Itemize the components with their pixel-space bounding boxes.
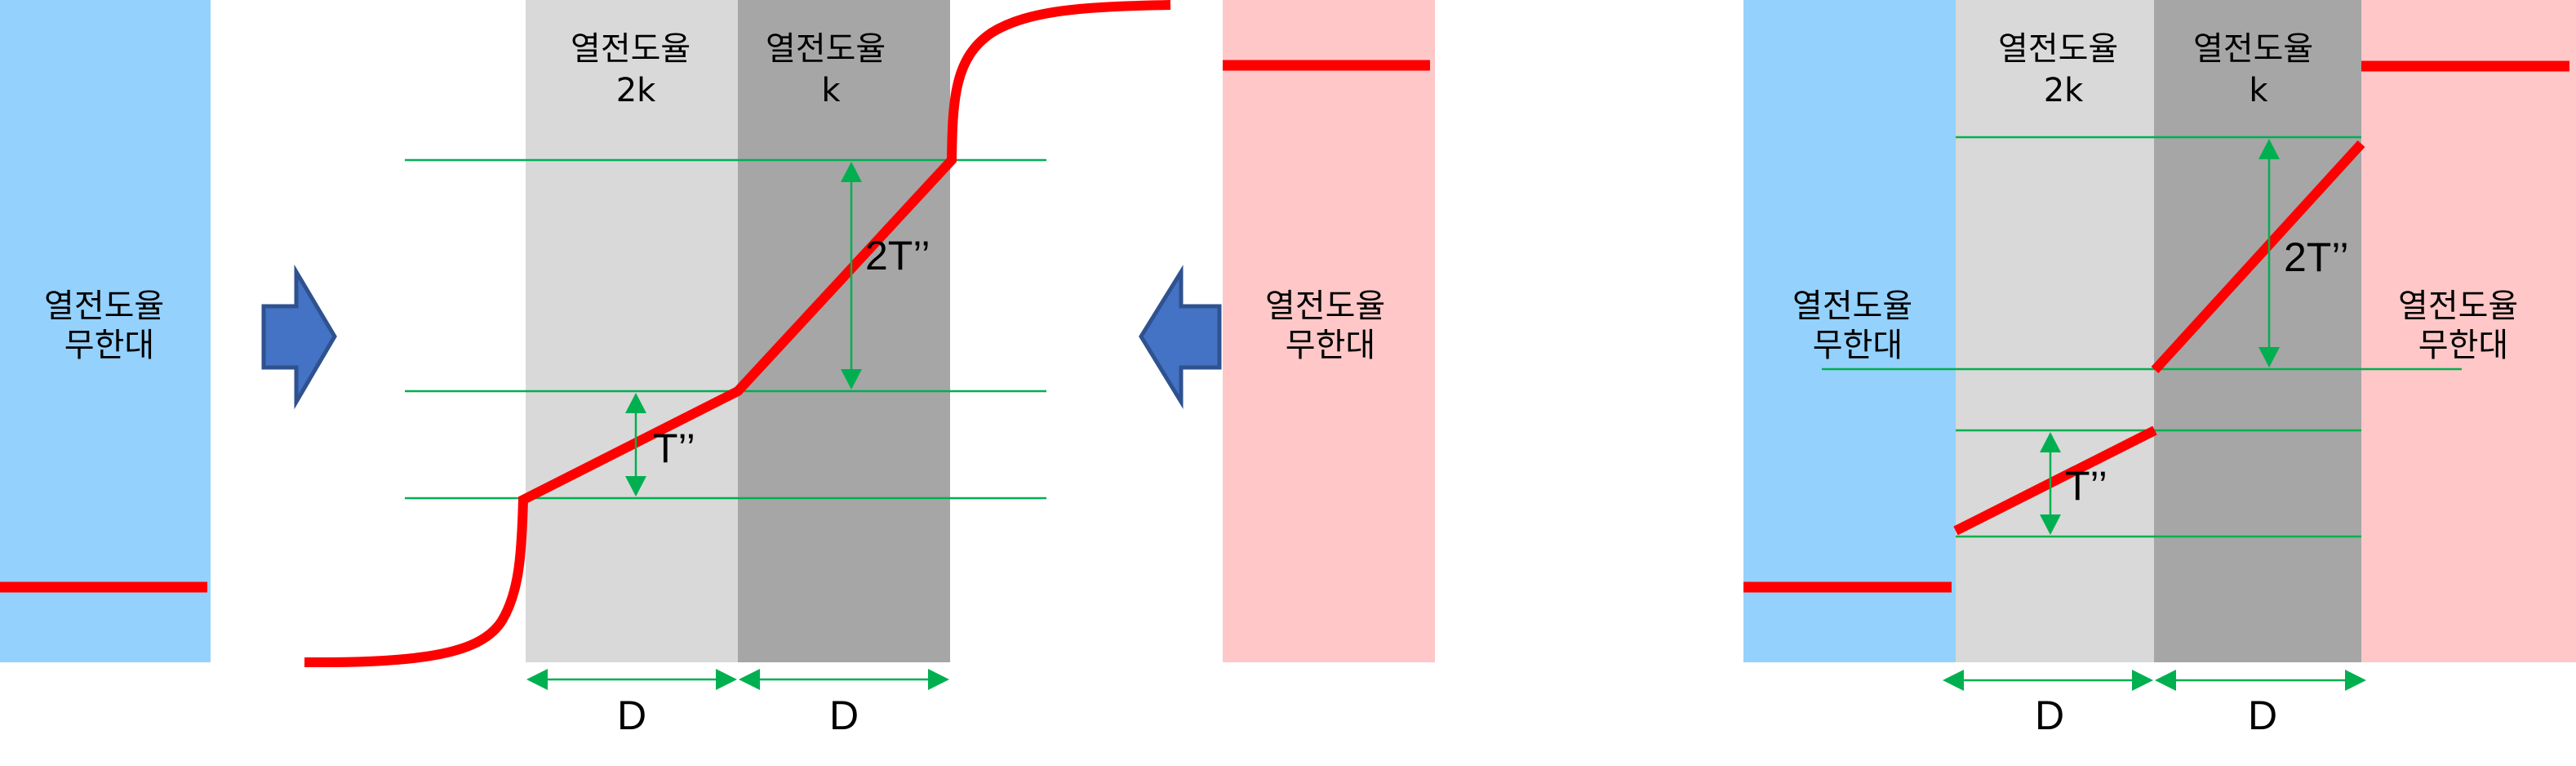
temperature-profile-layer-k [2151,140,2365,374]
arrowhead-up-icon [625,393,646,413]
layer-2k-label-line1: 열전도율 [571,30,691,68]
layer-2k-label: 열전도율 2k [571,30,701,109]
left-block-label-line2: 무한대 [64,327,154,364]
layer-k-label: 열전도율 k [766,30,896,109]
block-arrow-right-icon [261,264,337,410]
arrowhead-left-icon [526,669,548,690]
layer-2k-label-line1: 열전도율 [1998,30,2118,68]
arrowhead-up-icon [2040,432,2061,452]
thickness-label-1: D [617,693,646,738]
delta-t-small-label: T’’ [2065,463,2107,509]
arrowhead-down-icon [625,476,646,497]
thickness-dimension-2 [739,669,949,690]
delta-t-large-dimension [2258,139,2280,367]
left-block-label-line1: 열전도율 [1792,287,1912,325]
left-block-label: 열전도율 무한대 [44,287,175,364]
arrowhead-left-icon [739,669,760,690]
thickness-label-2: D [829,693,859,738]
layer-k-label-line1: 열전도율 [766,30,886,68]
delta-t-large-label: 2T’’ [865,233,930,278]
right-block-label-line1: 열전도율 [2398,287,2518,325]
layer-2k-label-line2: 2k [2044,72,2084,109]
arrowhead-left-icon [2155,670,2176,691]
delta-t-small-dimension [625,393,646,497]
temperature-profile-layer-2k [1953,425,2157,536]
arrowhead-up-icon [841,162,862,182]
right-block-label-line1: 열전도율 [1265,287,1385,325]
layer-k-label: 열전도율 k [2193,30,2324,109]
layer-2k-label: 열전도율 2k [1998,30,2129,109]
right-block-label-line2: 무한대 [1286,327,1375,364]
thickness-dimension-2 [2155,670,2366,691]
layer-k [738,0,950,662]
right-block-label: 열전도율 무한대 [1265,287,1396,364]
arrowhead-left-icon [1943,670,1964,691]
arrowhead-down-icon [2258,347,2280,367]
right-block-label-line2: 무한대 [2418,327,2508,364]
thickness-label-2: D [2248,693,2277,738]
left-block-label-line2: 무한대 [1813,327,1903,364]
right-infinite-block [1223,0,1435,662]
layer-2k-label-line2: 2k [616,72,656,109]
temperature-profile [304,0,1171,668]
layer-k-label-line2: k [2249,72,2268,109]
arrowhead-right-icon [928,669,949,690]
delta-t-large-dimension [841,162,862,390]
arrowhead-down-icon [841,369,862,390]
left-infinite-block [0,0,211,662]
layer-2k [1956,0,2154,662]
left-block-label: 열전도율 무한대 [1792,287,1923,364]
right-diagram: 열전도율 무한대 열전도율 2k 열전도율 k 열전도율 무한대 T’’ [1743,0,2576,738]
arrowhead-down-icon [2040,514,2061,535]
delta-t-small-dimension [2040,432,2061,535]
left-infinite-block [1743,0,1956,662]
block-arrow-left-icon [1139,265,1222,409]
thickness-dimension-1 [526,669,737,690]
layer-2k [526,0,738,662]
right-block-label: 열전도율 무한대 [2398,287,2529,364]
arrowhead-right-icon [2132,670,2153,691]
arrowhead-right-icon [2345,670,2366,691]
right-infinite-block [2361,0,2576,662]
left-block-label-line1: 열전도율 [44,287,164,325]
thickness-label-1: D [2035,693,2064,738]
arrowhead-up-icon [2258,139,2280,159]
layer-k-label-line1: 열전도율 [2193,30,2313,68]
thickness-dimension-1 [1943,670,2153,691]
arrowhead-right-icon [716,669,737,690]
delta-t-small-label: T’’ [653,425,695,471]
layer-k-label-line2: k [821,72,841,109]
left-diagram: 열전도율 무한대 열전도율 2k 열전도율 k T’’ 2T’’ [0,0,1435,738]
delta-t-large-label: 2T’’ [2284,234,2349,280]
